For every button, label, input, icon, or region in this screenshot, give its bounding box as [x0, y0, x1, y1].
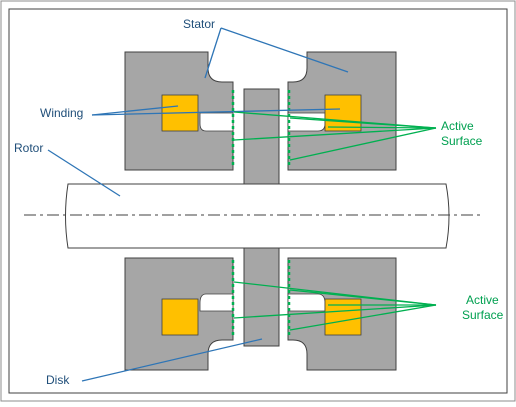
green-leader-lines	[233, 111, 437, 331]
label-active-bottom-line1: Active	[466, 293, 499, 307]
active-bottom-leader-5	[289, 304, 437, 331]
rotor-shaft	[65, 183, 450, 249]
active-top-leader-4	[233, 127, 437, 141]
stator-leader-left	[204, 27, 222, 79]
active-surface-markings	[231, 90, 291, 338]
blue-leader-lines	[47, 27, 349, 382]
rotor-leader	[47, 149, 121, 197]
label-active-bottom-line2: Surface	[462, 308, 504, 322]
winding-leader-left	[91, 105, 179, 116]
winding-top-right	[324, 94, 362, 132]
winding-leader-right	[91, 108, 341, 116]
active-top-leader-2	[289, 117, 437, 129]
stator-bottom-right-slot	[287, 293, 326, 312]
stator-top-right-slot	[287, 112, 326, 132]
active-top-leader-5	[289, 127, 437, 161]
stator-bottom-left-slot	[199, 293, 234, 312]
label-active-top-line1: Active	[441, 119, 474, 133]
active-bottom-leader-2	[289, 289, 437, 306]
stator-top-left-slot	[199, 112, 234, 132]
active-bottom-leader-4	[233, 304, 437, 319]
label-rotor: Rotor	[14, 141, 43, 155]
label-active-top-line2: Surface	[441, 134, 483, 148]
disk-leader	[81, 338, 263, 382]
active-top-leader-3	[327, 126, 437, 129]
winding-bottom-left	[161, 298, 199, 336]
label-winding: Winding	[40, 106, 83, 120]
label-disk: Disk	[46, 373, 70, 387]
disk-bottom	[243, 247, 280, 347]
stator-leader-right	[220, 27, 349, 73]
label-stator: Stator	[183, 17, 215, 31]
